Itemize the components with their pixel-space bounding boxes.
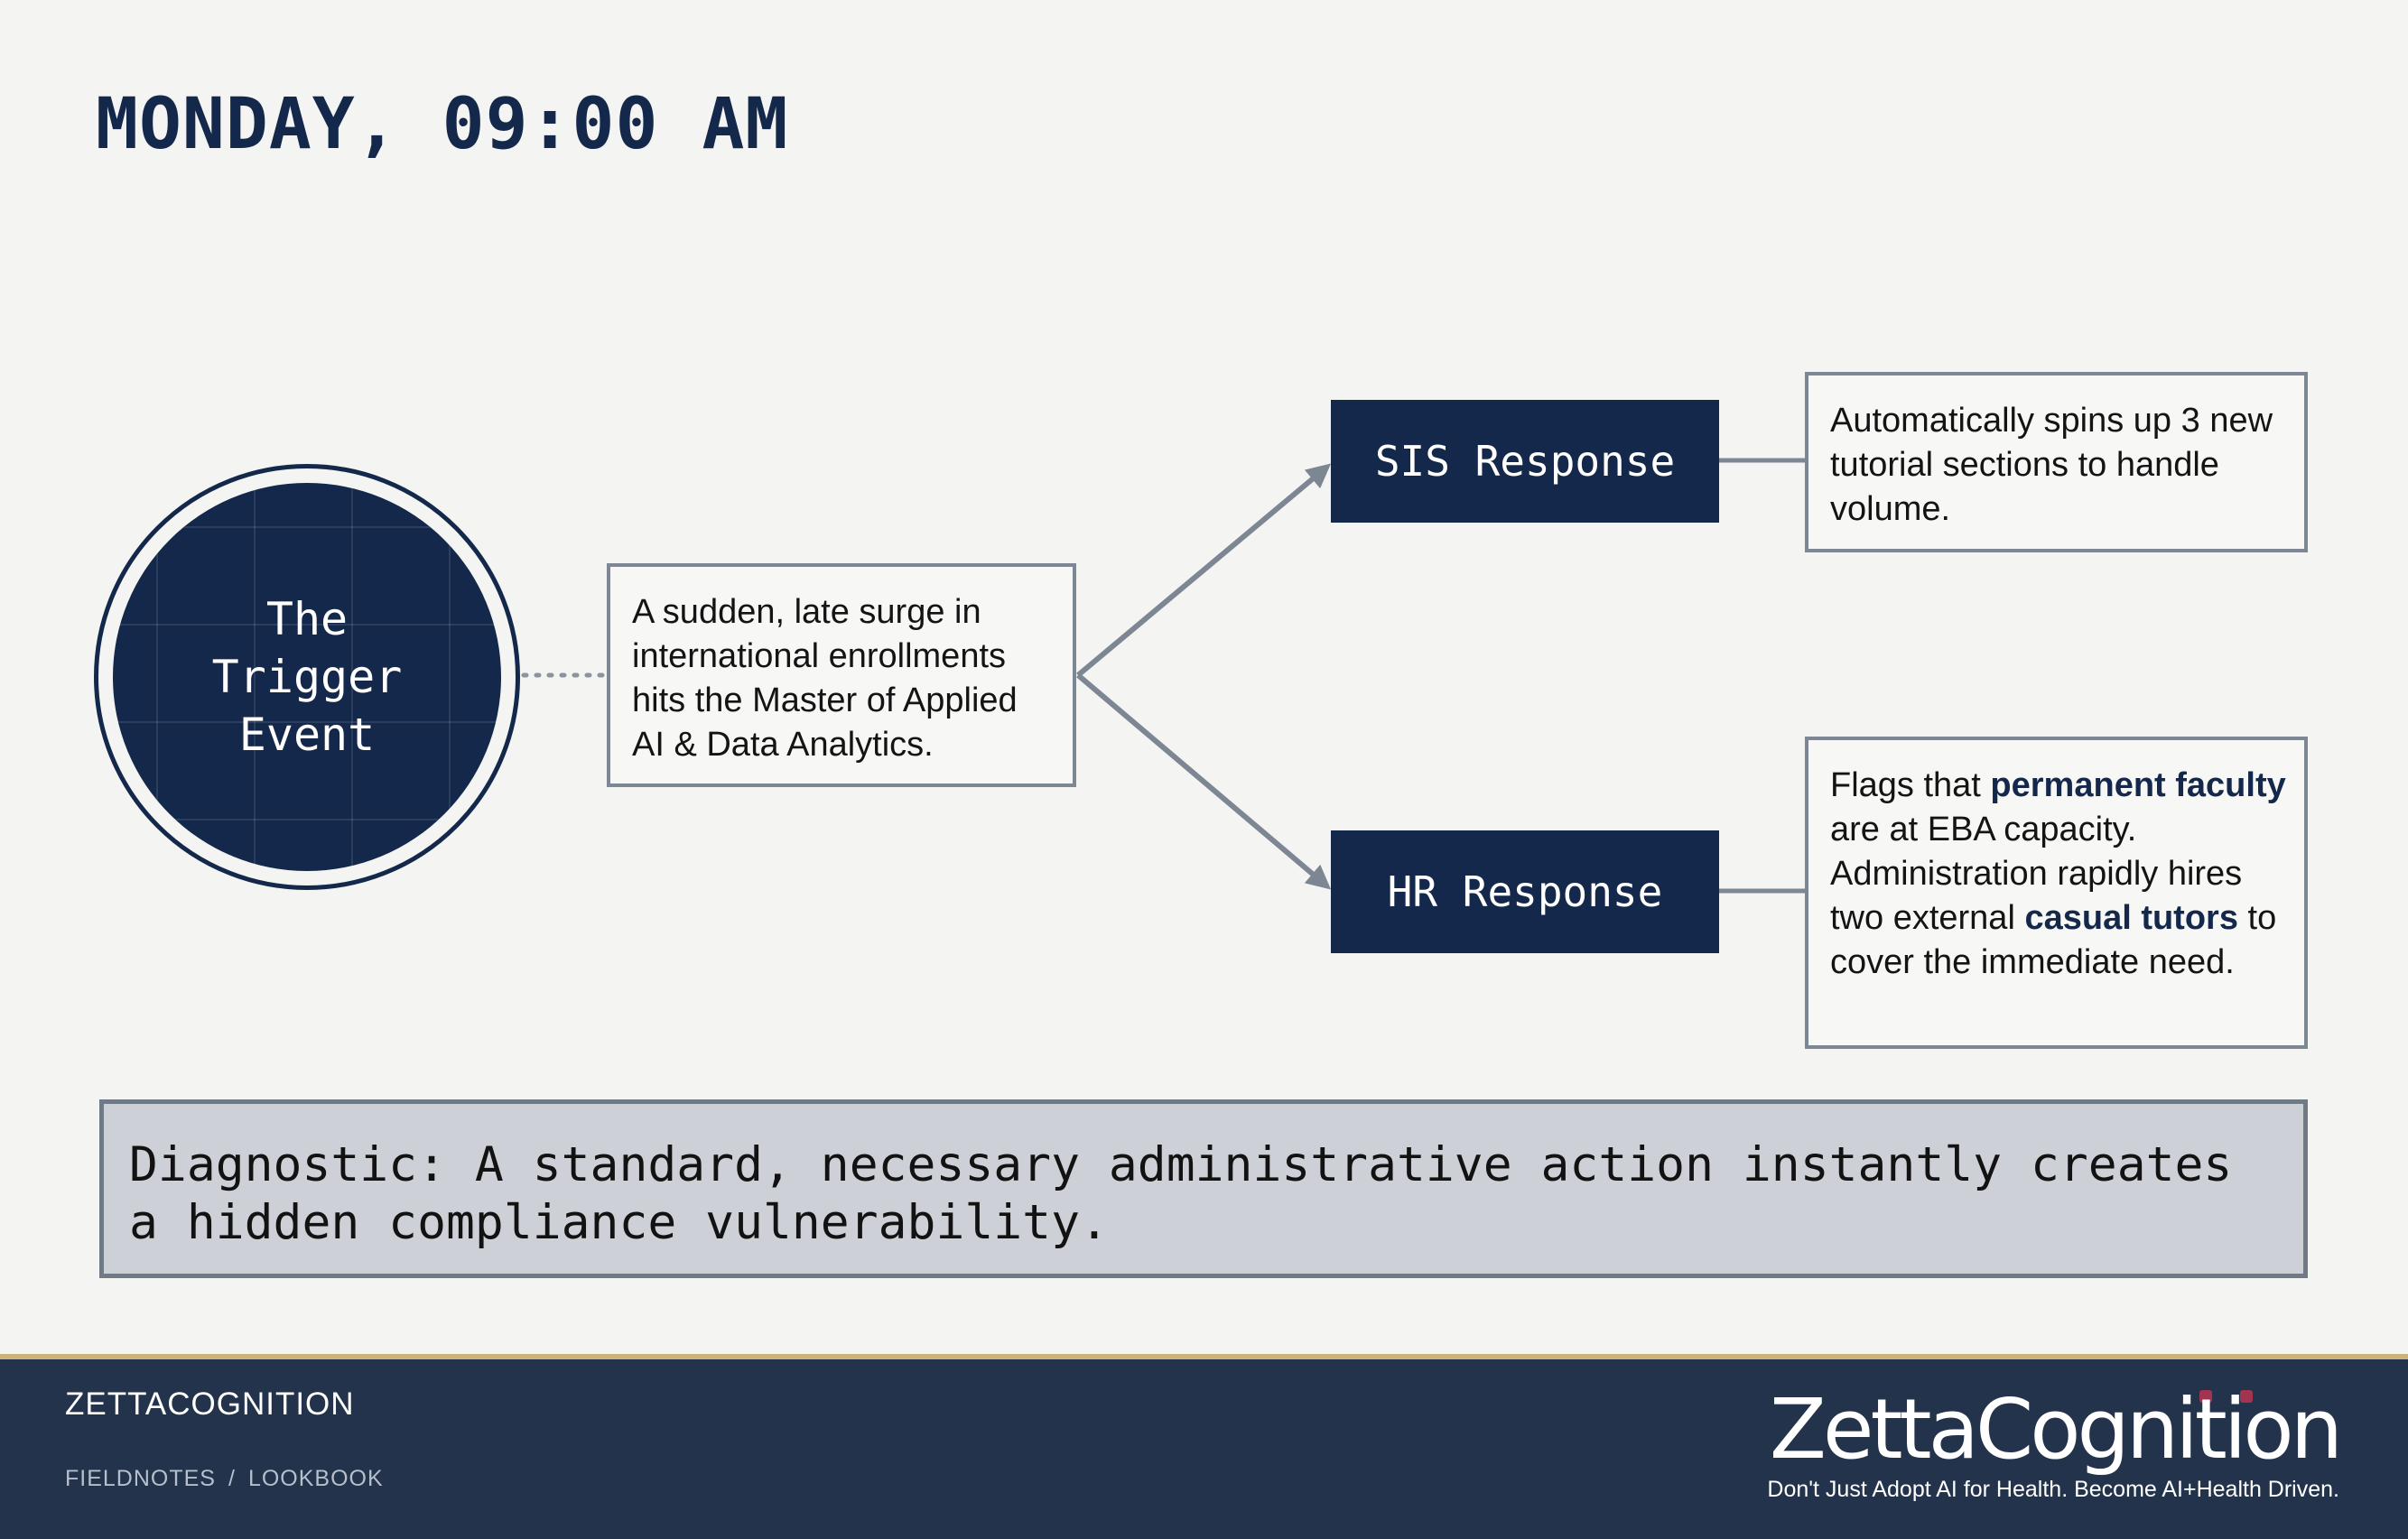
trigger-event-circle: The Trigger Event <box>113 483 501 871</box>
arrow-to-sis <box>1076 463 1332 678</box>
logo-accent-dot <box>2199 1390 2212 1403</box>
hr-detail-text: are at EBA capacity. Administration rapi… <box>1830 811 2243 937</box>
hr-response-detail: Flags that permanent faculty are at EBA … <box>1805 737 2308 1049</box>
hr-detail-highlight: permanent faculty <box>1990 766 2286 804</box>
page-title: MONDAY, 09:00 AM <box>96 84 789 165</box>
footer-accent-rule <box>0 1354 2408 1359</box>
sis-response-detail: Automatically spins up 3 new tutorial se… <box>1805 372 2308 552</box>
hr-detail-text: Flags that <box>1830 766 1991 804</box>
breadcrumb-item-fieldnotes[interactable]: FIELDNOTES <box>65 1466 216 1491</box>
zettacognition-logo: ZettaCognition <box>1769 1381 2343 1478</box>
event-description-box: A sudden, late surge in international en… <box>607 563 1076 787</box>
breadcrumb-item-lookbook[interactable]: LOOKBOOK <box>247 1466 384 1491</box>
breadcrumb: FIELDNOTES / LOOKBOOK <box>65 1466 384 1492</box>
logo-tagline: Don't Just Adopt AI for Health. Become A… <box>1767 1477 2339 1502</box>
footer-brand: ZETTACOGNITION <box>65 1386 355 1422</box>
hr-detail-text: to cover the immediate need. <box>1830 899 2277 981</box>
footer: ZETTACOGNITION FIELDNOTES / LOOKBOOK Zetta… <box>0 1354 2408 1539</box>
slide: MONDAY, 09:00 AM The Trigger Event A sud… <box>94 84 2308 1278</box>
arrow-to-hr <box>1076 672 1332 890</box>
logo-accent-dot <box>2240 1390 2253 1403</box>
hr-response-node: HR Response <box>1331 830 1719 953</box>
breadcrumb-separator: / <box>228 1466 236 1491</box>
flow-connectors <box>521 458 1805 894</box>
sis-response-node: SIS Response <box>1331 400 1719 523</box>
diagnostic-banner: Diagnostic: A standard, necessary admini… <box>99 1099 2308 1278</box>
trigger-event-node: The Trigger Event <box>94 464 520 890</box>
hr-detail-highlight: casual tutors <box>2024 899 2238 937</box>
trigger-event-label: The Trigger Event <box>211 593 403 761</box>
